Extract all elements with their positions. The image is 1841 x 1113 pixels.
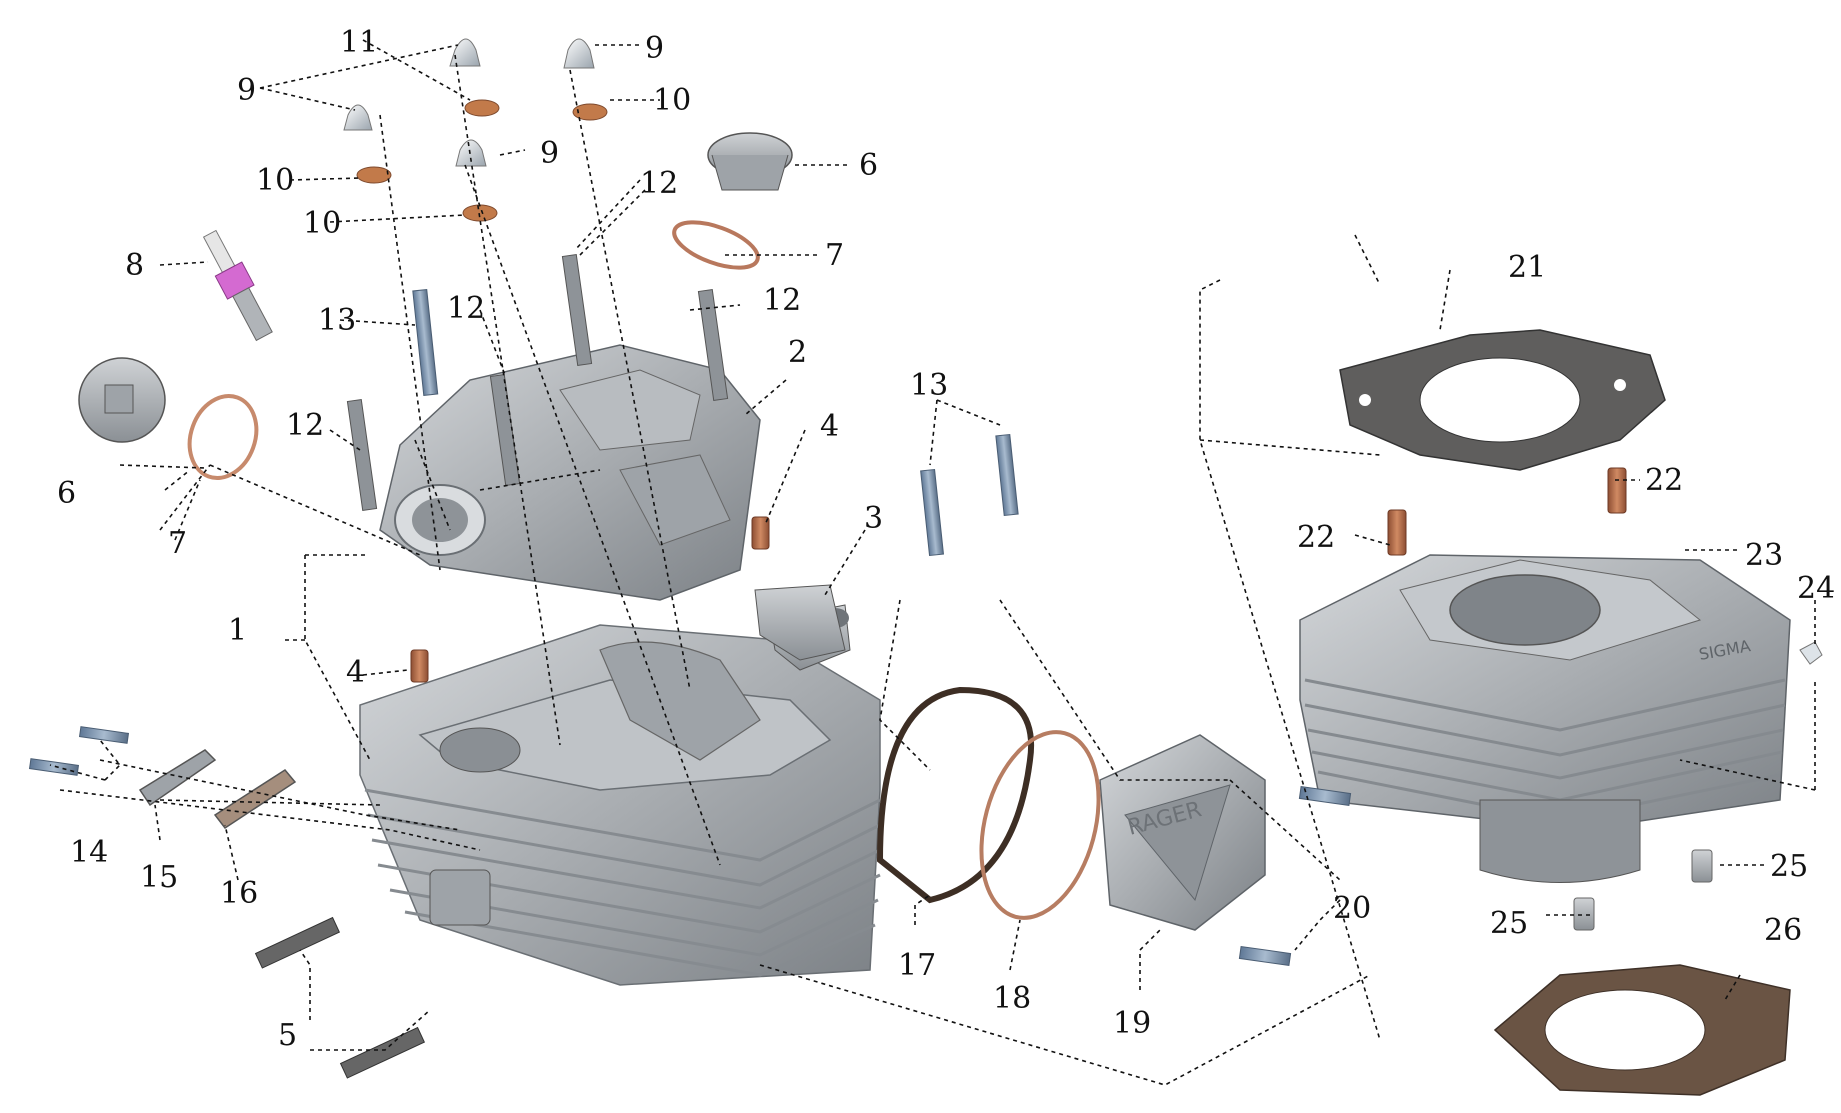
plug-cap-left [78,357,166,443]
callout-21: 21 [1508,250,1546,285]
callout-26: 26 [1764,913,1802,948]
callout-13a: 13 [318,303,356,338]
callout-16: 16 [220,876,258,911]
exhaust-stud [254,916,426,1079]
callout-5: 5 [278,1018,297,1053]
base-gasket [1493,964,1791,1096]
plug-cap-right [707,132,793,191]
callout-3: 3 [864,501,883,536]
callout-25a: 25 [1770,849,1808,884]
callout-13b: 13 [910,368,948,403]
callout-19: 19 [1113,1006,1151,1041]
callout-25b: 25 [1490,906,1528,941]
o-ring-left [187,394,259,480]
callout-9c: 9 [540,136,559,171]
head-gasket [1339,329,1666,471]
callout-9a: 9 [237,73,256,108]
side-cover: RAGER [1099,734,1266,931]
cylinder-head [359,604,881,986]
callout-1: 1 [228,613,247,648]
callout-7b: 7 [825,238,844,273]
callout-4b: 4 [346,655,365,690]
callout-23: 23 [1745,538,1783,573]
callout-22b: 22 [1645,463,1683,498]
o-ring-right [672,220,760,270]
cover-gasket [876,686,1035,904]
callout-12d: 12 [286,408,324,443]
spark-plug [202,229,273,342]
callout-11: 11 [340,25,378,60]
callout-6b: 6 [859,148,878,183]
callouts: 1 2 3 4 4 5 6 6 7 7 8 9 9 9 10 10 10 11 … [57,25,1835,1053]
flange-bolt [28,288,1352,966]
callout-24: 24 [1797,571,1835,606]
callout-12b: 12 [447,291,485,326]
leader-lines [49,39,1816,1086]
o-ring-large [979,730,1101,920]
callout-2: 2 [788,335,807,370]
callout-15: 15 [140,860,178,895]
cylinder-block: SIGMA [1299,554,1791,883]
callout-4a: 4 [820,409,839,444]
callout-6a: 6 [57,476,76,511]
callout-7a: 7 [168,526,187,561]
copper-washer [356,99,608,222]
callout-12a: 12 [640,166,678,201]
callout-22a: 22 [1297,520,1335,555]
callout-12c: 12 [763,283,801,318]
callout-14: 14 [70,835,108,870]
callout-18: 18 [993,981,1031,1016]
tensioner-housing [754,584,846,661]
square-nut [1799,641,1823,665]
callout-10c: 10 [653,83,691,118]
callout-10b: 10 [303,206,341,241]
camshaft-cover [379,344,761,601]
dowel-pin [410,467,1713,931]
callout-8: 8 [125,248,144,283]
callout-17: 17 [898,948,936,983]
callout-10a: 10 [256,163,294,198]
callout-20: 20 [1333,891,1371,926]
callout-9b: 9 [645,31,664,66]
intake-plate [138,749,297,830]
